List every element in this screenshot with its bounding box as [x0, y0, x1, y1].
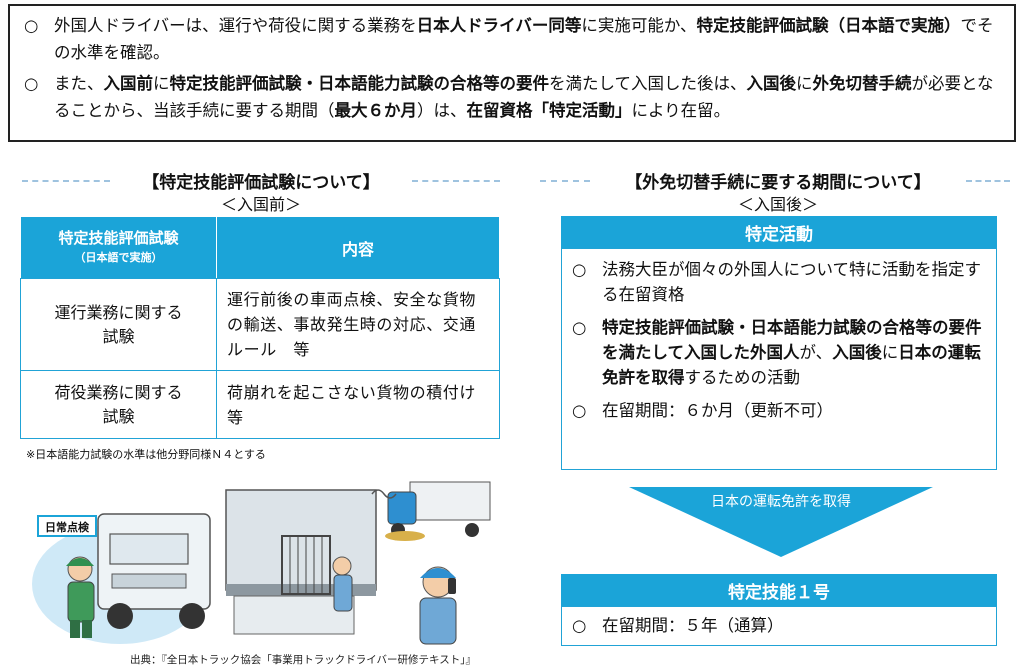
table-cell-content: 運行前後の車両点検、安全な貨物の輸送、事故発生時の対応、交通ルール 等: [216, 278, 500, 371]
title-dash-right: [412, 180, 500, 182]
left-section-subtitle: ＜入国前＞: [220, 195, 301, 214]
right-section-title: 【外免切替手続に要する期間について】: [625, 173, 931, 193]
bullet-circle: ○: [572, 318, 587, 337]
source-citation: 出典：『全日本トラック協会「事業用トラックドライバー研修テキスト」』: [130, 654, 476, 666]
down-arrow: [629, 487, 933, 557]
bullet-circle: ○: [572, 401, 587, 420]
table-header-content: 内容: [216, 216, 500, 279]
bullet-circle: ○: [572, 616, 587, 635]
accident-truck-illustration: [371, 481, 491, 541]
right-section-subtitle: ＜入国後＞: [737, 195, 818, 214]
table-row: 運行業務に関する試験 運行前後の車両点検、安全な貨物の輸送、事故発生時の対応、交…: [20, 278, 500, 371]
table-cell-exam: 運行業務に関する試験: [20, 278, 217, 371]
skills-item: ○ 在留期間：５年（通算）: [572, 613, 986, 638]
activity-item: ○ 特定技能評価試験・日本語能力試験の合格等の要件を満たして入国した外国人が、入…: [572, 315, 986, 390]
specified-activities-header: 特定活動: [561, 216, 997, 248]
table-row: 荷役業務に関する試験 荷崩れを起こさない貨物の積付け 等: [20, 370, 500, 439]
truck-driver-illustrations: 日常点検: [32, 481, 491, 645]
table-header-exam: 特定技能評価試験 （日本語で実施）: [20, 216, 217, 279]
arrow-label: 日本の運転免許を取得: [711, 494, 851, 510]
activity-item: ○ 在留期間：６か月（更新不可）: [572, 398, 986, 423]
loading-cargo-illustration: [225, 489, 377, 635]
specified-activities-box: ○ 法務大臣が個々の外国人について特に活動を指定する在留資格 ○ 特定技能評価試…: [561, 248, 997, 470]
daily-inspection-illustration: 日常点検: [32, 513, 211, 644]
specified-skills-box: ○ 在留期間：５年（通算）: [561, 606, 997, 646]
exam-table: 特定技能評価試験 （日本語で実施） 内容 運行業務に関する試験 運行前後の車両点…: [20, 216, 500, 439]
summary-paragraph-1: ○ 外国人ドライバーは、運行や荷役に関する業務を日本人ドライバー同等に実施可能か…: [24, 12, 1000, 66]
summary-box: ○ 外国人ドライバーは、運行や荷役に関する業務を日本人ドライバー同等に実施可能か…: [8, 4, 1016, 142]
bullet-circle: ○: [572, 260, 587, 279]
emphasis: 特定技能評価試験（日本語で実施）: [696, 16, 961, 35]
bullet-circle: ○: [24, 16, 39, 35]
jlpt-note: ※日本語能力試験の水準は他分野同様Ｎ４とする: [26, 448, 266, 461]
summary-paragraph-2: ○ また、入国前に特定技能評価試験・日本語能力試験の合格等の要件を満たして入国し…: [24, 70, 1000, 124]
title-dash-right: [966, 180, 1010, 182]
activity-item: ○ 法務大臣が個々の外国人について特に活動を指定する在留資格: [572, 257, 986, 307]
worker-phone-illustration: [419, 566, 457, 645]
illus-label-daily-check: 日常点検: [45, 520, 90, 534]
title-dash-left: [22, 180, 110, 182]
table-cell-exam: 荷役業務に関する試験: [20, 370, 217, 439]
table-cell-content: 荷崩れを起こさない貨物の積付け 等: [216, 370, 500, 439]
left-section-title: 【特定技能評価試験について】: [142, 173, 380, 193]
table-header-row: 特定技能評価試験 （日本語で実施） 内容: [20, 216, 500, 279]
bullet-circle: ○: [24, 74, 39, 93]
emphasis: 日本人ドライバー同等: [416, 16, 582, 35]
specified-skills-header: 特定技能１号: [561, 574, 997, 606]
title-dash-left: [540, 180, 590, 182]
